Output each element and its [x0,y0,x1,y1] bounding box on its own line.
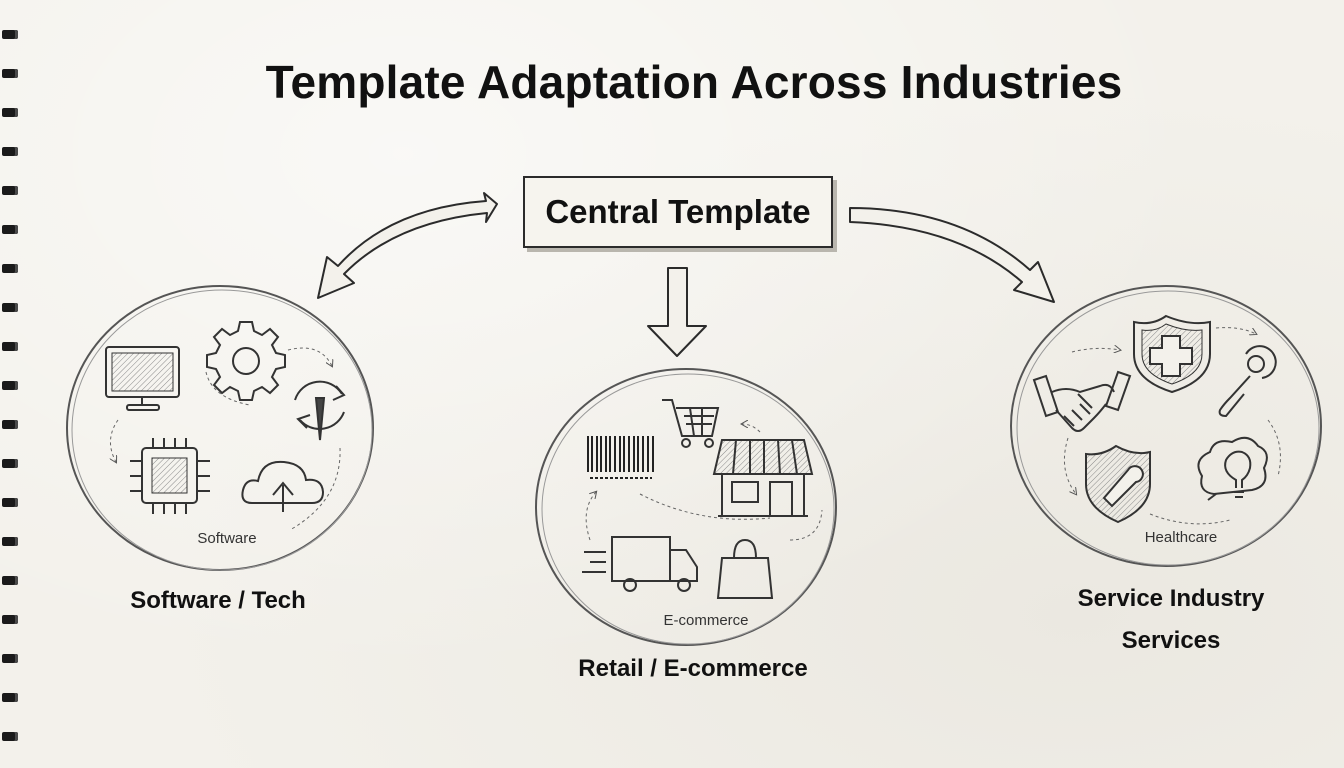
services-industry-label-line2: Services [1121,627,1221,654]
binding-ring [2,303,18,312]
chip-icon [130,438,210,514]
binding-ring [2,69,18,78]
binding-ring [2,186,18,195]
services-circle [1010,285,1322,567]
ecommerce-circle [535,368,837,646]
handshake-icon [1032,370,1132,432]
sync-icon [294,380,346,441]
arrow-to-services [849,207,1055,303]
monitor-icon [105,346,180,411]
binding-ring [2,420,18,429]
services-circle-label: Healthcare [1144,529,1218,546]
binding-ring [2,264,18,273]
notebook-binding [0,0,30,768]
barcode-icon [587,436,654,479]
binding-ring [2,147,18,156]
binding-ring [2,225,18,234]
gear-icon [206,321,286,401]
shopping-cart-icon [662,399,720,448]
tool-shield-icon [1085,444,1151,524]
binding-ring [2,693,18,702]
software-circle-label: Software [197,530,257,547]
lightbulb-cloud-icon [1197,436,1268,501]
binding-ring [2,654,18,663]
binding-ring [2,381,18,390]
wrench-icon [1218,345,1277,418]
medical-shield-icon [1133,314,1211,394]
binding-ring [2,459,18,468]
diagram-title: Template Adaptation Across Industries [265,56,1123,108]
central-template-box: Central Template [523,176,833,248]
ecommerce-circle-label: E-commerce [663,612,749,629]
binding-ring [2,537,18,546]
services-industry-label-line1: Service Industry [1077,585,1265,612]
binding-ring [2,615,18,624]
binding-ring [2,30,18,39]
shopping-bag-icon [716,538,774,599]
delivery-truck-icon [582,536,698,592]
arrow-to-software [317,192,498,299]
binding-ring [2,498,18,507]
arrow-to-ecommerce [647,267,707,357]
binding-ring [2,108,18,117]
services-industry-label: Service Industry Services [1036,578,1306,662]
storefront-icon [712,439,814,517]
cloud-upload-icon [241,460,325,512]
binding-ring [2,732,18,741]
binding-ring [2,342,18,351]
software-industry-label: Software / Tech [130,587,306,614]
binding-ring [2,576,18,585]
ecommerce-industry-label: Retail / E-commerce [578,655,808,682]
central-template-label: Central Template [545,193,811,230]
